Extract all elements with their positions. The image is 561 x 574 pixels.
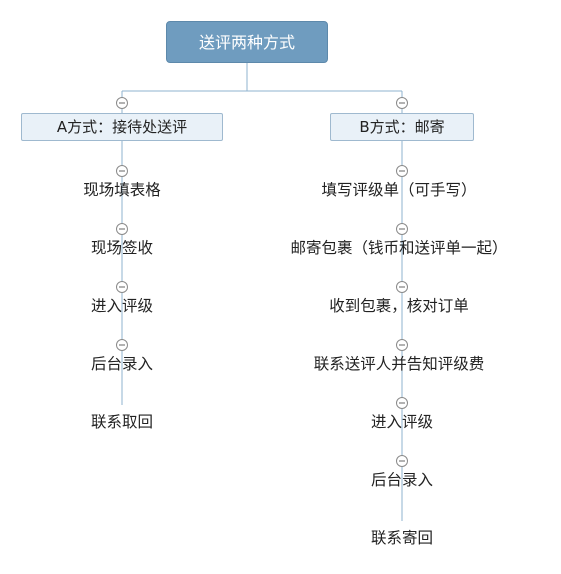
step-b-grading[interactable]: 进入评级 xyxy=(370,413,434,431)
branch-a-node[interactable]: A方式：接待处送评 xyxy=(21,113,223,141)
step-b-receive-package[interactable]: 收到包裹，核对订单 xyxy=(329,297,469,315)
collapse-toggle-icon[interactable] xyxy=(396,165,408,177)
collapse-toggle-icon[interactable] xyxy=(116,97,128,109)
collapse-toggle-icon[interactable] xyxy=(396,397,408,409)
collapse-toggle-icon[interactable] xyxy=(396,223,408,235)
step-a-contact-pickup[interactable]: 联系取回 xyxy=(90,413,154,431)
step-b-notify-fee[interactable]: 联系送评人并告知评级费 xyxy=(313,355,485,373)
collapse-toggle-icon[interactable] xyxy=(396,339,408,351)
step-a-grading[interactable]: 进入评级 xyxy=(90,297,154,315)
collapse-toggle-icon[interactable] xyxy=(396,455,408,467)
step-a-backend-entry[interactable]: 后台录入 xyxy=(90,355,154,373)
step-b-backend-entry[interactable]: 后台录入 xyxy=(370,471,434,489)
collapse-toggle-icon[interactable] xyxy=(116,281,128,293)
branch-b-node[interactable]: B方式：邮寄 xyxy=(330,113,474,141)
step-a-fill-form[interactable]: 现场填表格 xyxy=(83,181,161,199)
step-b-mail-package[interactable]: 邮寄包裹（钱币和送评单一起） xyxy=(290,239,508,257)
collapse-toggle-icon[interactable] xyxy=(396,97,408,109)
step-a-sign-receipt[interactable]: 现场签收 xyxy=(90,239,154,257)
step-b-contact-return[interactable]: 联系寄回 xyxy=(370,529,434,547)
root-node[interactable]: 送评两种方式 xyxy=(166,21,328,63)
collapse-toggle-icon[interactable] xyxy=(396,281,408,293)
collapse-toggle-icon[interactable] xyxy=(116,339,128,351)
step-b-fill-grading-form[interactable]: 填写评级单（可手写） xyxy=(321,181,477,199)
collapse-toggle-icon[interactable] xyxy=(116,223,128,235)
collapse-toggle-icon[interactable] xyxy=(116,165,128,177)
